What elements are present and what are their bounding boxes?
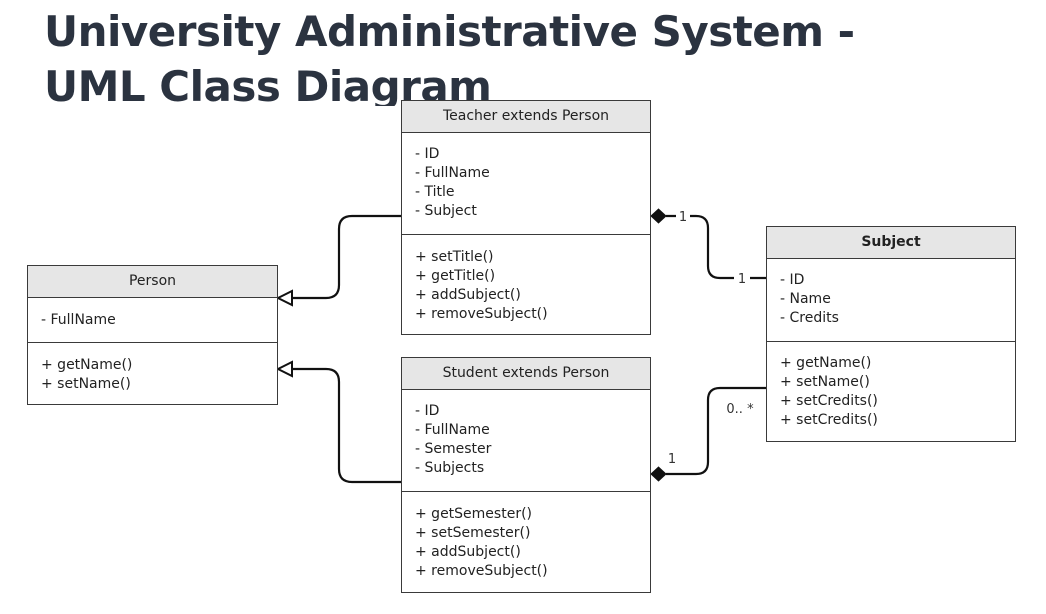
method: + getSemester() — [415, 506, 532, 522]
class-teacher-methods: + setTitle() + getTitle() + addSubject()… — [402, 235, 650, 324]
method: + addSubject() — [415, 287, 521, 303]
class-student-name: Student extends Person — [402, 358, 650, 390]
attribute: - Credits — [780, 310, 839, 326]
method: + getName() — [41, 357, 133, 373]
method: + addSubject() — [415, 544, 521, 560]
attribute: - Title — [415, 184, 455, 200]
method: + getTitle() — [415, 268, 496, 284]
method: + setName() — [780, 374, 870, 390]
class-person[interactable]: Person - FullName + getName() + setName(… — [27, 265, 278, 405]
subject-student-end-multiplicity: 0.. * — [726, 402, 754, 417]
attribute: - ID — [415, 403, 440, 419]
class-teacher[interactable]: Teacher extends Person - ID - FullName -… — [401, 100, 651, 335]
attribute: - Subjects — [415, 460, 485, 476]
method: + setSemester() — [415, 525, 531, 541]
class-person-name: Person — [28, 266, 277, 298]
method: + removeSubject() — [415, 306, 548, 322]
attribute: - Subject — [415, 203, 477, 219]
method: + setName() — [41, 376, 131, 392]
attribute: - ID — [415, 146, 440, 162]
class-person-methods: + getName() + setName() — [28, 343, 277, 394]
class-teacher-attributes: - ID - FullName - Title - Subject — [402, 133, 650, 235]
teacher-subject-composition-line — [666, 214, 766, 280]
class-subject-methods: + getName() + setName() + setCredits() +… — [767, 342, 1015, 430]
class-student-attributes: - ID - FullName - Semester - Subjects — [402, 390, 650, 492]
student-subject-composition-line — [666, 386, 766, 476]
method: + getName() — [780, 355, 872, 371]
class-subject-attributes: - ID - Name - Credits — [767, 259, 1015, 342]
class-subject[interactable]: Subject - ID - Name - Credits + getName(… — [766, 226, 1016, 442]
method: + removeSubject() — [415, 563, 548, 579]
teacher-person-hollow-arrow-icon — [275, 289, 293, 307]
class-teacher-name: Teacher extends Person — [402, 101, 650, 133]
class-student-methods: + getSemester() + setSemester() + addSub… — [402, 492, 650, 581]
subject-teacher-end-multiplicity: 1 — [738, 272, 746, 287]
student-composition-diamond-icon — [650, 466, 667, 482]
attribute: - FullName — [41, 312, 116, 328]
teacher-end-multiplicity: 1 — [679, 210, 687, 225]
class-person-attributes: - FullName — [28, 298, 277, 343]
student-person-hollow-arrow-icon — [275, 360, 293, 378]
student-end-multiplicity: 1 — [668, 452, 676, 467]
attribute: - FullName — [415, 165, 490, 181]
teacher-composition-diamond-icon — [650, 208, 667, 224]
attribute: - Semester — [415, 441, 492, 457]
student-person-generalization-line — [292, 367, 401, 484]
attribute: - FullName — [415, 422, 490, 438]
attribute: - Name — [780, 291, 831, 307]
class-subject-name: Subject — [767, 227, 1015, 259]
page-title: University Administrative System - UML C… — [44, 7, 855, 106]
teacher-person-generalization-line — [292, 214, 401, 300]
method: + setCredits() — [780, 412, 878, 428]
attribute: - ID — [780, 272, 805, 288]
class-student[interactable]: Student extends Person - ID - FullName -… — [401, 357, 651, 593]
method: + setTitle() — [415, 249, 494, 265]
method: + setCredits() — [780, 393, 878, 409]
